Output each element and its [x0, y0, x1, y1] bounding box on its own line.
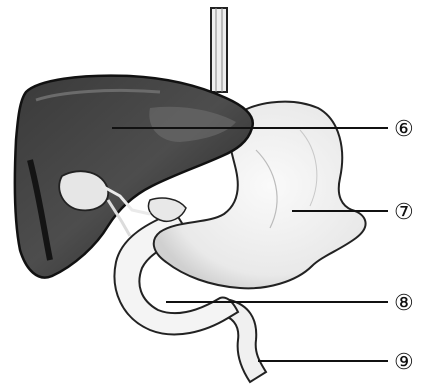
label-8: ⑧	[394, 291, 414, 316]
label-7: ⑦	[394, 200, 414, 225]
esophagus	[211, 8, 227, 92]
pancreas-fragment	[148, 198, 186, 221]
label-6: ⑥	[394, 117, 414, 142]
label-9: ⑨	[394, 350, 414, 375]
